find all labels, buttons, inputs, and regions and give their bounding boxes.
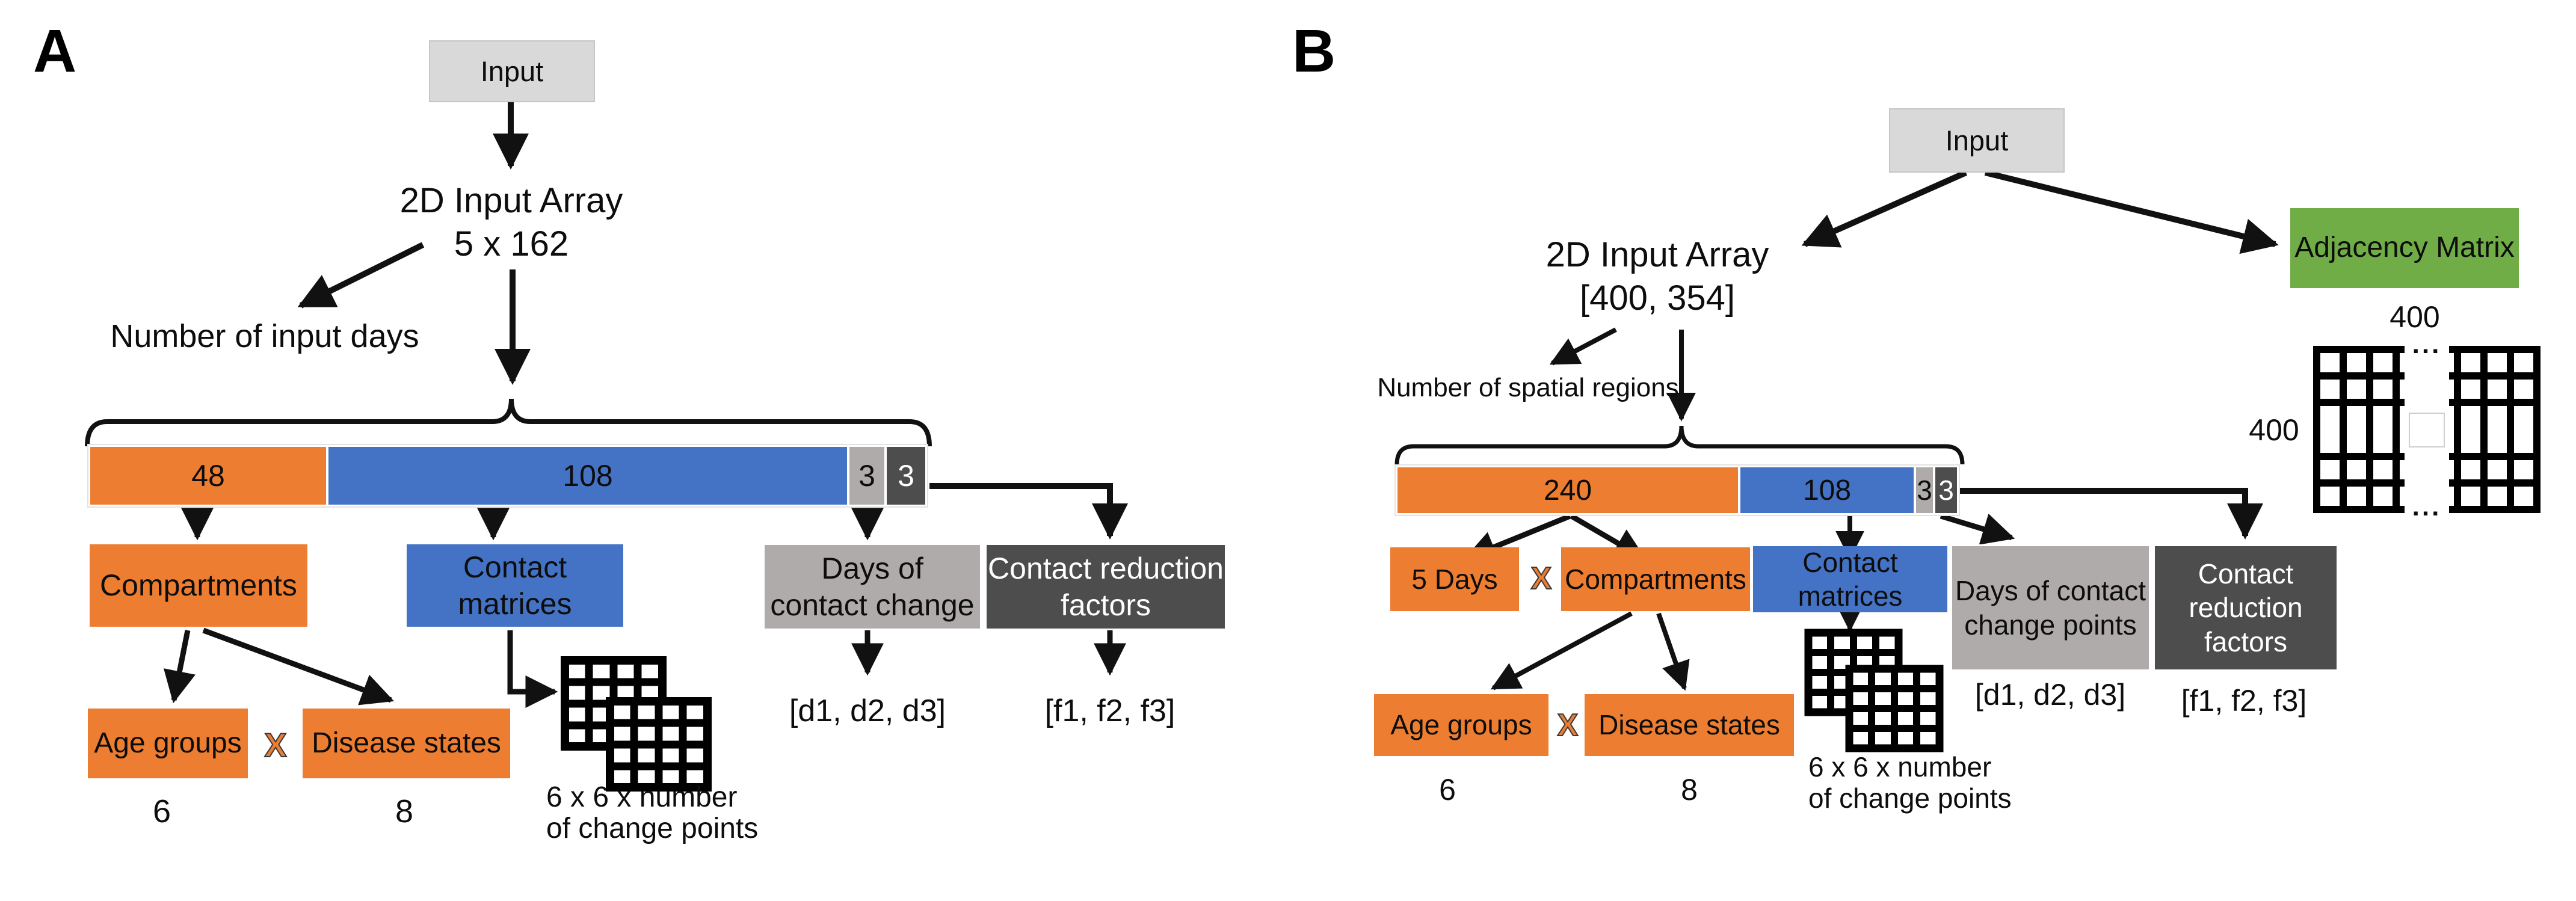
bar-b-segment-days-compartments: 240 (1397, 467, 1738, 513)
days-values-b: [d1, d2, d3] (1974, 678, 2126, 712)
disease-states-box-a: Disease states (303, 709, 510, 778)
arrow-b-input-to-adjacency (1984, 170, 2279, 254)
arrow-a-matrices-to-icon (507, 630, 558, 708)
matrix-note-a-line1: 6 x 6 x number (546, 781, 738, 813)
matrix-note-a-line2: of change points (546, 813, 759, 844)
five-days-box-b-label: 5 Days (1411, 563, 1498, 595)
factor-values-a: [f1, f2, f3] (1044, 693, 1176, 728)
arrow-b-compartments-to-disease (1656, 612, 1690, 691)
adjacency-ellipsis-bottom: ... (2412, 492, 2442, 521)
compartments-box-a-label: Compartments (100, 568, 297, 602)
adjacency-matrix-box-label: Adjacency Matrix (2294, 232, 2515, 264)
input-box-a-label: Input (480, 55, 544, 87)
arrow-b-input-to-array (1801, 170, 1968, 248)
days-of-contact-change-points-box-b-label: Days of contact change points (1955, 575, 2146, 641)
contact-matrices-icon-a (561, 656, 712, 792)
matrix-note-b-line1: 6 x 6 x number (1808, 751, 1992, 783)
array-title-b: 2D Input Array (1545, 235, 1769, 274)
brace-a (85, 398, 932, 447)
brace-b (1394, 425, 1965, 465)
bar-b-segment-days: 3 (1916, 467, 1933, 513)
arrow-a-compartments-to-age (163, 630, 196, 704)
contact-matrices-box-b: Contact matrices (1753, 546, 1947, 612)
compartments-box-a: Compartments (90, 544, 307, 627)
times-symbol-a: X (263, 725, 287, 764)
arrow-b-bar-to-factors-box (1960, 488, 2263, 540)
bar-a-segment-contact-matrices: 108 (328, 447, 847, 505)
array-shape-b: [400, 354] (1580, 278, 1735, 318)
bar-b-segment-contact-matrices: 108 (1740, 467, 1914, 513)
input-array-bar-b: 240 108 3 3 (1394, 464, 1960, 516)
contact-reduction-factors-box-a: Contact reduction factors (985, 543, 1227, 630)
arrow-a-compartments-to-disease (202, 627, 395, 706)
panel-a-label: A (33, 17, 77, 85)
arrow-b-compartments-to-age (1490, 611, 1633, 690)
arrow-b-bar-to-days-box (1940, 513, 2015, 545)
contact-reduction-factors-box-b-label: Contact reduction factors (2189, 558, 2303, 657)
adjacency-ellipsis-top: ... (2412, 330, 2442, 359)
arrow-a-bar-to-factors-box (929, 483, 1128, 540)
input-box-a: Input (429, 40, 595, 102)
bar-a-segment-factors: 3 (887, 447, 925, 505)
age-groups-box-b-label: Age groups (1390, 709, 1532, 741)
array-shape-a: 5 x 162 (454, 224, 569, 263)
age-groups-box-b: Age groups (1374, 694, 1548, 756)
disease-states-box-a-label: Disease states (312, 727, 501, 759)
adjacency-matrix-box: Adjacency Matrix (2290, 208, 2519, 288)
disease-states-box-b: Disease states (1585, 694, 1794, 756)
contact-matrices-box-a: Contact matrices (407, 544, 623, 627)
days-of-contact-change-points-box-b: Days of contact change points (1950, 544, 2151, 671)
compartments-box-b-label: Compartments (1565, 563, 1746, 595)
input-box-b: Input (1889, 108, 2065, 173)
bar-b-segment-factors: 3 (1935, 467, 1957, 513)
disease-states-count-b: 8 (1681, 773, 1698, 807)
disease-states-count-a: 8 (395, 793, 414, 829)
contact-matrices-icon-b (1804, 629, 1944, 752)
times-symbol-b-1: X (1530, 561, 1553, 597)
age-groups-count-b: 6 (1439, 773, 1456, 807)
adjacency-dim-left: 400 (2249, 413, 2299, 447)
contact-matrices-box-b-label: Contact matrices (1798, 546, 1903, 612)
adjacency-dim-top: 400 (2390, 300, 2440, 334)
age-groups-box-a-label: Age groups (94, 727, 242, 759)
input-array-bar-a: 48 108 3 3 (87, 444, 928, 508)
array-title-a: 2D Input Array (399, 181, 623, 220)
age-groups-box-a: Age groups (88, 709, 248, 778)
compartments-box-b: Compartments (1561, 547, 1750, 611)
contact-reduction-factors-box-b: Contact reduction factors (2153, 544, 2338, 671)
days-of-contact-change-box-a: Days of contact change (763, 543, 982, 630)
input-box-b-label: Input (1945, 124, 2009, 156)
times-symbol-b-2: X (1557, 707, 1579, 743)
bar-a-segment-days: 3 (849, 447, 884, 505)
panel-b-label: B (1292, 17, 1336, 85)
days-annotation-a: Number of input days (110, 318, 419, 354)
contact-matrices-box-a-label: Contact matrices (458, 550, 572, 621)
factor-values-b: [f1, f2, f3] (2181, 684, 2307, 718)
five-days-box-b: 5 Days (1390, 547, 1519, 611)
contact-reduction-factors-box-a-label: Contact reduction factors (988, 551, 1224, 622)
days-values-a: [d1, d2, d3] (789, 693, 946, 728)
arrow-b-array-to-regions-note (1549, 327, 1617, 366)
arrow-a-array-to-days-note (297, 242, 425, 309)
age-groups-count-a: 6 (152, 793, 171, 829)
bar-a-segment-compartments: 48 (90, 447, 326, 505)
regions-annotation-b: Number of spatial regions (1377, 373, 1679, 402)
days-of-contact-change-box-a-label: Days of contact change (770, 551, 975, 622)
disease-states-box-b-label: Disease states (1598, 709, 1780, 741)
adjacency-matrix-graphic (2313, 346, 2541, 513)
matrix-note-b-line2: of change points (1808, 783, 2012, 814)
